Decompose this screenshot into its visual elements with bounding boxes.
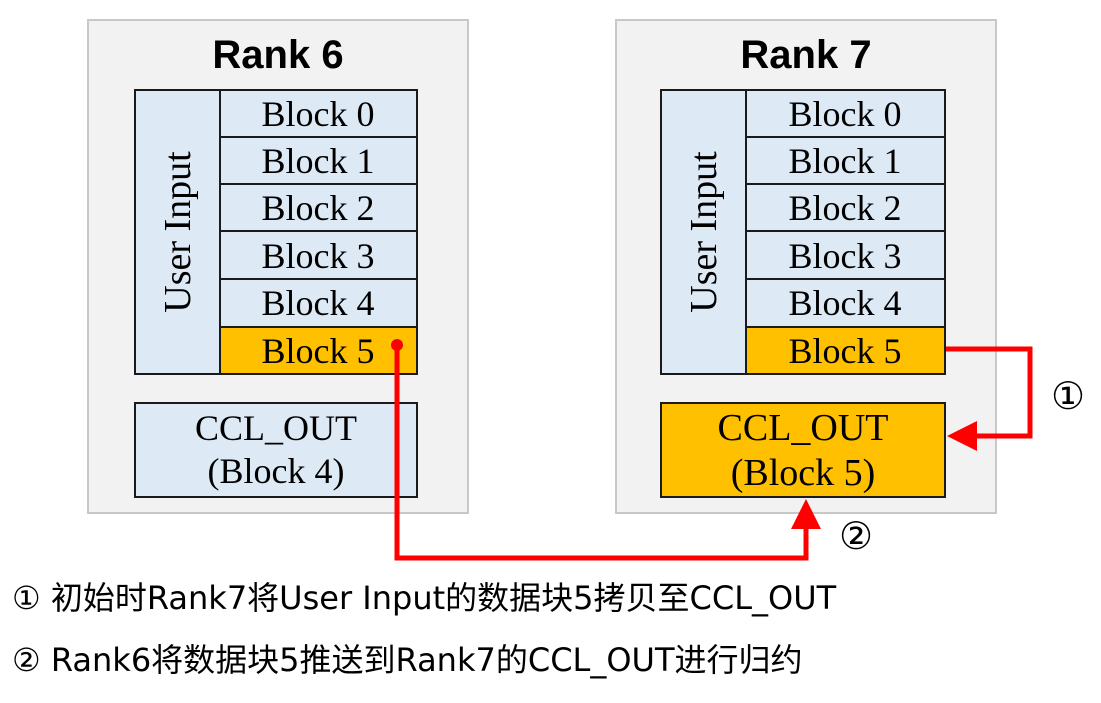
rank-6-block-5-label: Block 5 xyxy=(262,331,375,371)
note-step-two: ② Rank6将数据块5推送到Rank7的CCL_OUT进行归约 xyxy=(12,641,803,679)
rank-7-block-3-label: Block 3 xyxy=(789,236,902,276)
rank-7-block-0-label: Block 0 xyxy=(789,94,902,134)
rank-6-block-1-cell xyxy=(219,136,418,185)
rank-6-ccl-out-line1: CCL_OUT xyxy=(195,408,357,448)
rank-6-title: Rank 6 xyxy=(212,33,343,77)
rank-6-user-input-label-box xyxy=(134,89,221,375)
rank-7-block-2-label: Block 2 xyxy=(789,188,902,228)
rank-7-block-1-label: Block 1 xyxy=(789,141,902,181)
rank-7-ccl-out-line1: CCL_OUT xyxy=(718,407,889,449)
rank-6-ccl-out-line2: (Block 4) xyxy=(208,451,345,491)
rank-6-block-5-cell xyxy=(219,326,418,375)
push-arrow-rank6-to-rank7 xyxy=(394,345,821,561)
rank-7-panel: Rank 7 User Input Block 0 Block 1 Block … xyxy=(615,19,997,514)
note-step-one: ① 初始时Rank7将User Input的数据块5拷贝至CCL_OUT xyxy=(12,579,837,617)
rank-6-block-1-label: Block 1 xyxy=(262,141,375,181)
rank-6-block-3-cell xyxy=(219,230,418,280)
rank-7-block-0-cell xyxy=(745,89,946,138)
rank-6-block-2-label: Block 2 xyxy=(262,188,375,228)
rank-7-block-2-cell xyxy=(745,183,946,232)
rank-6-block-3-label: Block 3 xyxy=(262,236,375,276)
rank-6-user-input-label: User Input xyxy=(157,151,199,313)
rank-6-ccl-out-box xyxy=(134,402,418,498)
rank-6-block-4-label: Block 4 xyxy=(262,283,375,323)
rank-6-block-0-label: Block 0 xyxy=(262,94,375,134)
rank-7-block-5-label: Block 5 xyxy=(789,331,902,371)
rank-7-user-input-label: User Input xyxy=(683,151,725,313)
rank-7-title: Rank 7 xyxy=(740,33,871,77)
rank-7-ccl-out-line2: (Block 5) xyxy=(731,452,876,494)
rank-6-panel: Rank 6 User Input Block 0 Block 1 Block … xyxy=(87,19,469,514)
rank-7-block-5-cell xyxy=(745,326,946,375)
rank-7-block-4-label: Block 4 xyxy=(789,283,902,323)
step-two-marker: ② xyxy=(839,514,873,558)
step-one-marker: ① xyxy=(1051,374,1085,418)
copy-arrow-block5-to-ccl-out xyxy=(946,346,1033,451)
rank-7-block-4-cell xyxy=(745,278,946,328)
rank-7-ccl-out-box xyxy=(660,402,946,498)
